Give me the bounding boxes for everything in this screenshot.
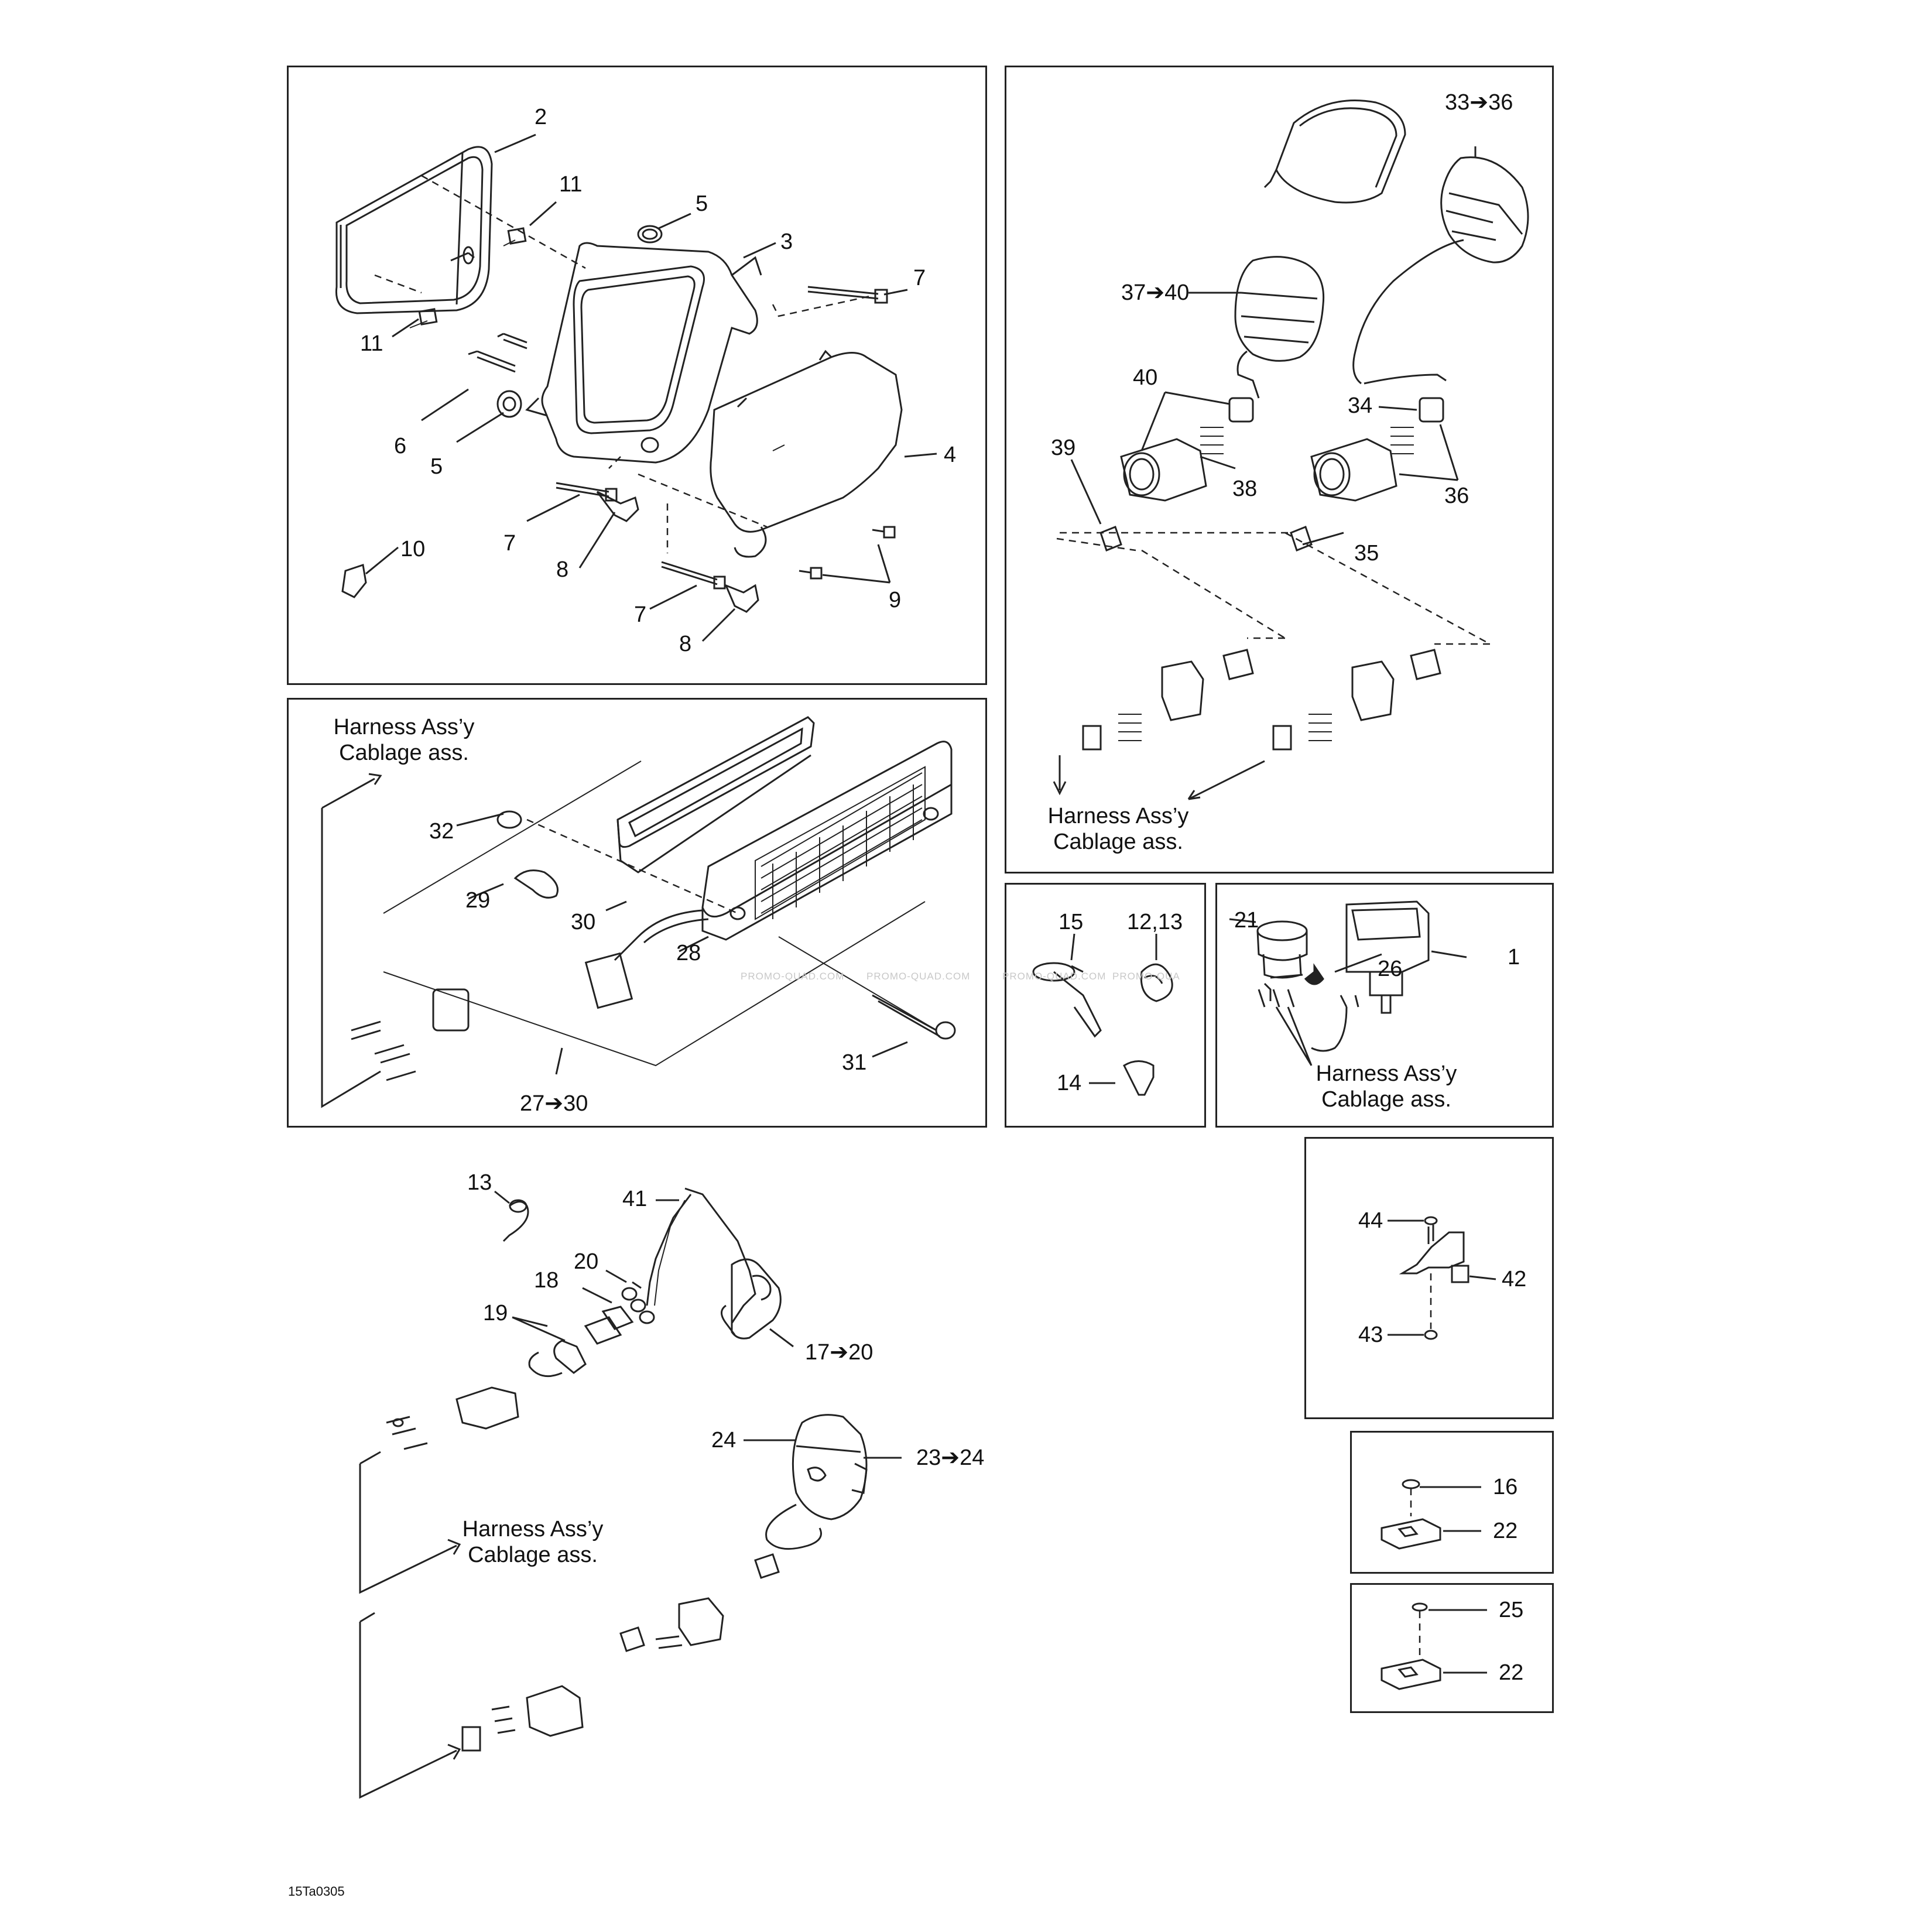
callout-11-bottom: 11 [360, 331, 383, 356]
callout-25: 25 [1499, 1598, 1524, 1622]
watermark-4: PROMO-QUA [1112, 971, 1180, 982]
harness-line1: Harness Ass’y [462, 1517, 604, 1542]
callout-39: 39 [1051, 436, 1076, 460]
cable-ties-panel [1005, 883, 1206, 1128]
headlight-panel [287, 66, 987, 685]
reference-code: 15Ta0305 [288, 1884, 345, 1899]
harness-line2: Cablage ass. [468, 1543, 598, 1567]
callout-24: 24 [711, 1428, 737, 1453]
switches-art [359, 1187, 868, 1799]
callout-8-bottom: 8 [679, 632, 692, 656]
bracket-panel [1304, 1137, 1554, 1419]
callout-35: 35 [1354, 541, 1379, 566]
callout-26: 26 [1378, 957, 1403, 981]
callout-17-20: 17➔20 [805, 1340, 873, 1365]
taillight-harness-label: Harness Ass’y Cablage ass. [316, 714, 492, 766]
callout-6: 6 [394, 434, 407, 458]
callout-40: 40 [1133, 365, 1158, 390]
callout-34: 34 [1348, 393, 1373, 418]
callout-28: 28 [676, 941, 701, 965]
callout-33-36: 33➔36 [1445, 90, 1513, 115]
callout-27-30: 27➔30 [520, 1091, 588, 1116]
callout-19: 19 [483, 1301, 508, 1325]
clip-panel-a [1350, 1431, 1554, 1574]
callout-21: 21 [1234, 908, 1259, 933]
callout-7-bottom: 7 [634, 602, 647, 627]
harness-line1: Harness Ass’y [1047, 804, 1189, 828]
callout-22-a: 22 [1493, 1519, 1518, 1543]
instrument-panel [1005, 66, 1554, 873]
clip-panel-b [1350, 1583, 1554, 1713]
harness-line2: Cablage ass. [1321, 1087, 1451, 1112]
callout-1: 1 [1508, 945, 1520, 970]
callout-41: 41 [622, 1187, 648, 1211]
callout-7-top: 7 [913, 266, 926, 290]
callout-18: 18 [534, 1268, 559, 1293]
harness-line2: Cablage ass. [1053, 830, 1183, 854]
outlet-harness-label: Harness Ass’y Cablage ass. [1299, 1061, 1474, 1112]
callout-37-40: 37➔40 [1121, 280, 1190, 305]
callout-3: 3 [780, 229, 793, 254]
callout-42: 42 [1502, 1267, 1527, 1292]
callout-44: 44 [1358, 1208, 1383, 1233]
callout-16: 16 [1493, 1475, 1518, 1499]
harness-line1: Harness Ass’y [333, 715, 475, 739]
callout-5-top: 5 [696, 191, 708, 216]
callout-31: 31 [842, 1050, 867, 1075]
callout-36: 36 [1444, 484, 1469, 508]
watermark-1: PROMO-QUAD.COM [741, 971, 845, 982]
callout-8-middle: 8 [556, 557, 569, 582]
callout-12-13: 12,13 [1127, 910, 1183, 934]
callout-4: 4 [944, 443, 957, 467]
callout-30: 30 [571, 910, 596, 934]
callout-14: 14 [1057, 1071, 1082, 1095]
harness-line2: Cablage ass. [339, 741, 469, 765]
harness-line1: Harness Ass’y [1316, 1061, 1457, 1086]
callout-9: 9 [889, 588, 902, 612]
callout-22-b: 22 [1499, 1660, 1524, 1685]
switches-leaders [494, 1190, 902, 1459]
callout-32: 32 [429, 819, 454, 844]
callout-5-bottom: 5 [430, 454, 443, 479]
watermark-3: PROMO-QUAD.COM [1002, 971, 1107, 982]
callout-38: 38 [1232, 477, 1258, 501]
watermark-2: PROMO-QUAD.COM [866, 971, 971, 982]
callout-10: 10 [400, 537, 426, 561]
callout-20: 20 [574, 1249, 599, 1274]
callout-15: 15 [1059, 910, 1084, 934]
callout-23-24: 23➔24 [916, 1445, 985, 1470]
callout-13: 13 [467, 1170, 492, 1195]
callout-2: 2 [535, 105, 547, 129]
switch-harness-label: Harness Ass’y Cablage ass. [445, 1516, 621, 1568]
callout-11-top: 11 [559, 172, 583, 197]
callout-29: 29 [465, 888, 491, 913]
callout-43: 43 [1358, 1323, 1383, 1347]
instrument-harness-label: Harness Ass’y Cablage ass. [1030, 803, 1206, 855]
callout-7-middle: 7 [503, 531, 516, 556]
